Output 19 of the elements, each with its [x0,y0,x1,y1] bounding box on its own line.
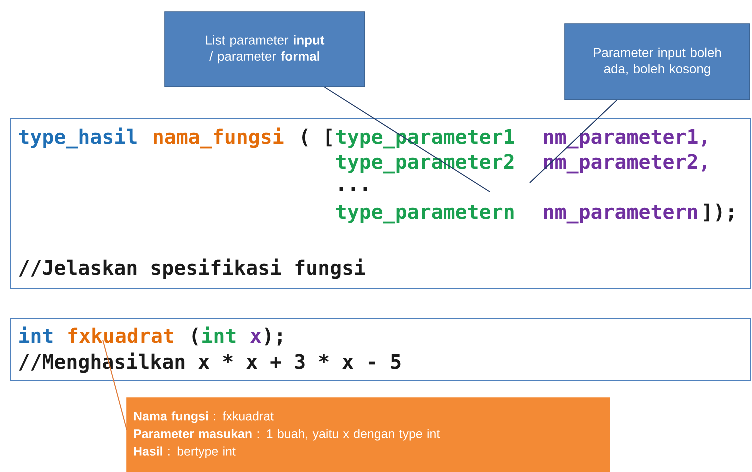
code-text: nama_fungsi [154,128,284,149]
code-text: type_hasil [19,128,137,149]
code-text: ( [ [302,128,332,147]
code-text: int [20,326,53,343]
code-text: ]); [704,204,733,222]
code-text: nm_parametern [544,205,698,224]
callout-box: Nama fungsi : fxkuadrat Parameter masukan : 1 buah, yaitu x dengan type int Hasil : bertype int [126,398,610,472]
callout-box: List parameter input / parameter formal [164,12,366,88]
leader-line [102,339,128,430]
code-text: ); [265,328,282,346]
code-text: //Jelaskan spesifikasi fungsi [19,258,366,280]
code-text: type_parametern [336,205,514,224]
callout-box: Parameter input boleh ada, boleh kosong [564,24,750,100]
code-text: int [202,326,236,343]
code-text: fxkuadrat [68,328,174,344]
code-text: ... [340,187,367,191]
leader-line [530,100,618,184]
code-text: x [250,332,262,343]
code-text: ( [192,328,198,346]
